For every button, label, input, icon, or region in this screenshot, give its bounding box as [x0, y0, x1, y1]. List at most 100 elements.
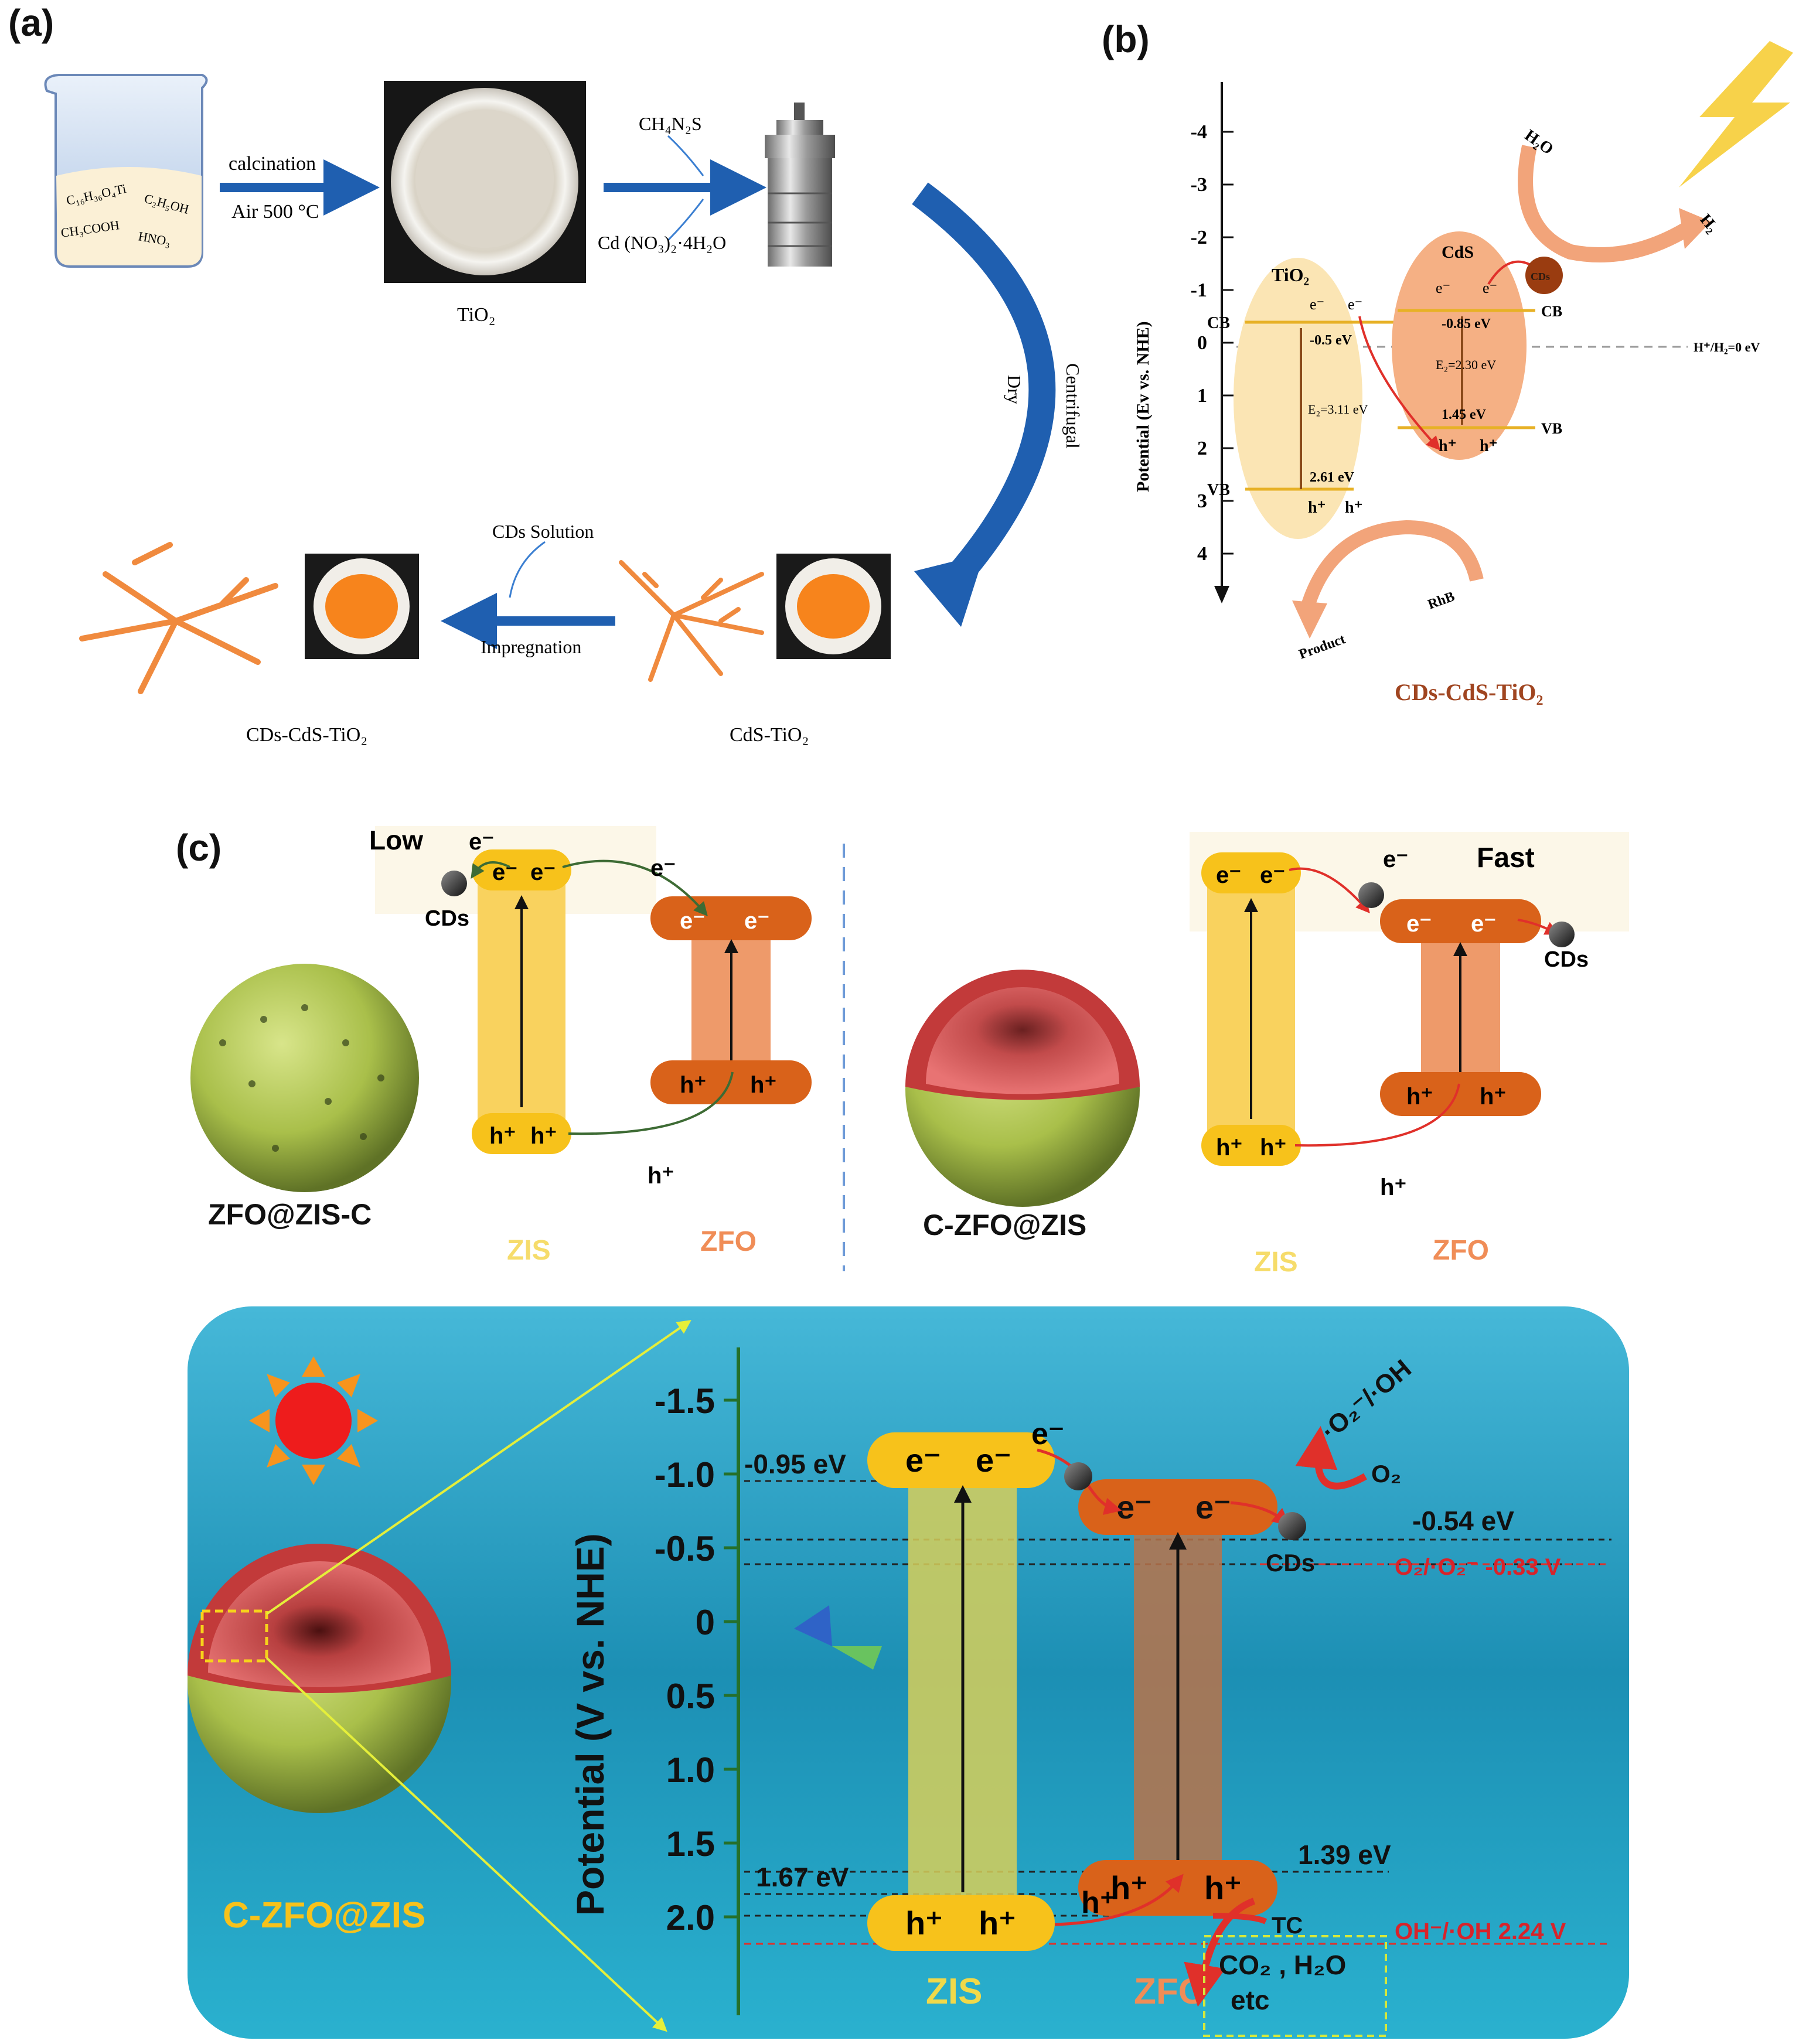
centrifugal-label: Centrifugal	[1062, 363, 1084, 449]
water-splitting-arrow	[1518, 145, 1692, 262]
zis-vb-left	[472, 1113, 571, 1154]
tio2-hole: h⁺	[1345, 499, 1362, 517]
tio2-electron: e⁻	[1310, 296, 1324, 313]
cds-solution-label: CDs Solution	[492, 521, 594, 542]
zfo-bottom-label: ZFO	[1134, 1971, 1207, 2012]
panel-b-tick: 4	[1197, 543, 1207, 565]
panel-b-ticks	[1222, 131, 1234, 555]
panel-b-tick: 1	[1197, 385, 1207, 407]
cds-dot-bottom-1	[1064, 1462, 1092, 1490]
cds-hole: h⁺	[1480, 437, 1497, 455]
cds-tio2-label: CdS-TiO₂	[730, 724, 809, 746]
light-refraction-icon	[794, 1605, 882, 1670]
panel-c-bottom-diagram: C-ZFO@ZIS -1.5 -1.0 -0.5 0 0.5 1.0 1.5 2…	[188, 1306, 1629, 2039]
zoom-box	[200, 1609, 268, 1663]
zfo-cb-value: -0.54 eV	[1412, 1506, 1514, 1536]
zfo-left-electron: e⁻	[744, 908, 769, 934]
speed-fast: Fast	[1477, 842, 1535, 873]
tio2-electron: e⁻	[1348, 296, 1362, 313]
hole-transfer-right: h⁺	[1380, 1175, 1407, 1200]
panel-b-band-diagram: -4 -3 -2 -1 0 1 2 3 4 Potential (Ev vs. …	[1133, 41, 1793, 705]
cds-tio2-nanostructure-icon	[619, 560, 764, 682]
tio2-hole: h⁺	[1308, 499, 1326, 517]
cds-band-ellipse	[1392, 231, 1527, 460]
cds-cb-value: -0.85 eV	[1442, 316, 1491, 332]
c-zfo-zis-label: C-ZFO@ZIS	[923, 1209, 1086, 1241]
zfo-cb-bottom	[1078, 1479, 1277, 1535]
tio2-band-ellipse	[1234, 258, 1362, 539]
zfo-left-hole: h⁺	[680, 1072, 707, 1098]
reagent-cadmium: Cd (NO₃)₂·4H₂O	[598, 232, 726, 253]
potential-tick: 0	[696, 1603, 715, 1642]
zfo-bottom-hole: h⁺	[1110, 1869, 1148, 1906]
zis-vb-bottom	[867, 1895, 1055, 1951]
beaker-icon	[44, 74, 208, 268]
sun-icon	[249, 1356, 378, 1485]
zfo-right-hole: h⁺	[1406, 1084, 1433, 1110]
impregnation-label: Impregnation	[481, 636, 581, 657]
panel-b-tick: -2	[1191, 227, 1207, 248]
zfo-cb-right	[1380, 899, 1541, 943]
potential-tick: 1.0	[666, 1750, 715, 1790]
zfo-bottom-electron: e⁻	[1195, 1489, 1231, 1526]
potential-tick: 0.5	[666, 1677, 715, 1716]
degradation-arrow	[1300, 520, 1484, 612]
zfo-right-hole: h⁺	[1480, 1084, 1507, 1110]
cds-bottom-label: CDs	[1266, 1549, 1315, 1576]
panel-b-tick: 0	[1197, 332, 1207, 354]
zis-left-electron: e⁻	[530, 859, 556, 885]
cds-cb-label: CB	[1541, 303, 1562, 320]
calcination-condition: Air 500 °C	[231, 201, 319, 223]
cds-dot-label: CDs	[1531, 271, 1550, 282]
panel-b-label: (b)	[1102, 18, 1150, 60]
cds-dot-icon	[1525, 257, 1563, 294]
zfo-left-hole: h⁺	[750, 1072, 777, 1098]
final-product-label: CDs-CdS-TiO₂	[246, 724, 367, 746]
zis-cb-bottom	[867, 1432, 1055, 1488]
zfo-vb-right	[1380, 1072, 1541, 1116]
zfo-vb-value: 1.39 eV	[1298, 1840, 1391, 1870]
rhb-label: RhB	[1426, 589, 1457, 612]
cds-dot-bottom-2	[1278, 1512, 1306, 1540]
o2-label: O₂	[1371, 1460, 1401, 1487]
zfo-right-electron: e⁻	[1406, 911, 1432, 937]
final-nanostructure-icon	[79, 542, 278, 694]
zfo-bottom-hole: h⁺	[1204, 1869, 1242, 1906]
panel-b-ylabel: Potential (Ev vs. NHE)	[1133, 321, 1153, 492]
dry-centrifugal-arrow	[912, 182, 1056, 595]
dry-label: Dry	[1004, 375, 1025, 404]
calcination-label: calcination	[229, 153, 316, 175]
zis-right-hole: h⁺	[1260, 1135, 1287, 1161]
tio2-title: TiO₂	[1272, 264, 1309, 285]
panel-b-tick: -3	[1191, 174, 1207, 196]
zfo-right-electron: e⁻	[1471, 911, 1496, 937]
hydrogen-reference-label: H⁺/H₂=0 eV	[1694, 340, 1760, 354]
cds-title: CdS	[1442, 243, 1474, 262]
cds-dot-right-2	[1549, 922, 1575, 947]
products-line-1: CO₂ , H₂O	[1219, 1950, 1346, 1980]
zis-bottom-hole: h⁺	[905, 1905, 943, 1941]
zfo-bottom-electron: e⁻	[1116, 1489, 1152, 1526]
zfo-cb-left	[650, 896, 812, 940]
zis-vb-right	[1201, 1125, 1301, 1166]
cds-vb-label: VB	[1541, 420, 1562, 437]
tc-label: TC	[1272, 1913, 1303, 1939]
panel-a-label: (a)	[8, 2, 54, 44]
products-line-2: etc	[1231, 1985, 1269, 2015]
zis-bottom-electron: e⁻	[905, 1442, 941, 1479]
cds-electron: e⁻	[1436, 279, 1450, 296]
zfo-left-electron: e⁻	[680, 908, 705, 934]
o2-couple-label: O₂/·O₂⁻ -0.33 V	[1395, 1554, 1561, 1580]
zis-vb-value: 1.67 eV	[756, 1862, 849, 1892]
panel-b-title: CDs-CdS-TiO₂	[1395, 679, 1544, 705]
zis-right-hole: h⁺	[1216, 1135, 1243, 1161]
zis-cb-value: -0.95 eV	[744, 1449, 846, 1479]
tio2-vb-label: VB	[1207, 481, 1230, 499]
potential-tick: -0.5	[655, 1529, 715, 1568]
electron-transfer-bottom: e⁻	[1031, 1417, 1064, 1451]
zis-cb-right	[1201, 852, 1301, 893]
panel-b-tick: -4	[1191, 121, 1207, 143]
panel-b-tick: 3	[1197, 490, 1207, 512]
cds-right-label: CDs	[1544, 947, 1589, 972]
potential-tick: -1.5	[655, 1381, 715, 1421]
